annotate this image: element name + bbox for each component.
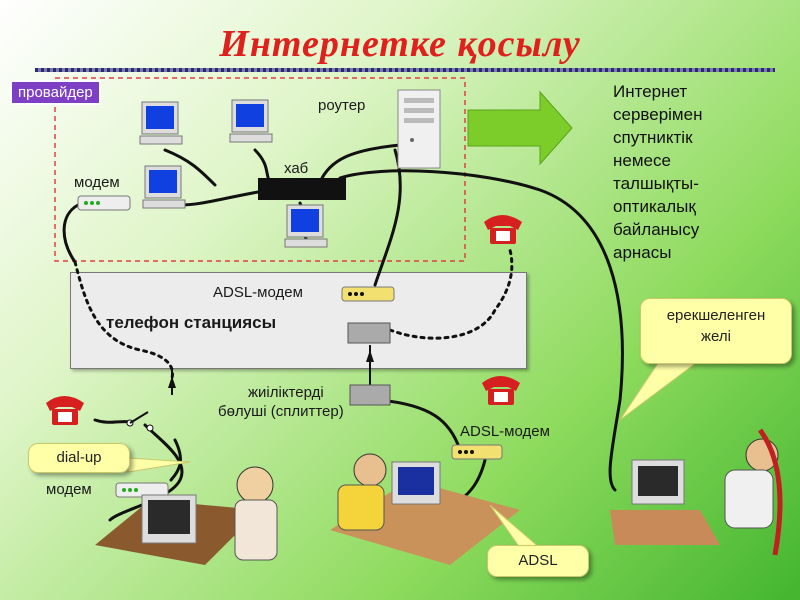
splitter-label-line1: жиіліктерді <box>248 384 324 401</box>
page-title: Интернетке қосылу <box>219 23 581 65</box>
cable-hub-router <box>318 143 402 184</box>
router-label: роутер <box>318 97 366 114</box>
user-workstation-dialup <box>95 466 278 565</box>
cable-modem-provider <box>62 203 80 264</box>
dialup-arrow <box>168 376 176 388</box>
station-splitter-icon <box>347 322 391 344</box>
router-icon <box>397 89 441 169</box>
modem-label: модем <box>74 174 120 191</box>
cable-pc2-hub <box>253 148 272 184</box>
hub-label: хаб <box>284 160 309 177</box>
user-workstation-adsl <box>330 453 520 565</box>
cable-switch-pc <box>108 423 184 522</box>
internet-channel-text: Интернет серверімен спутниктік немесе та… <box>613 82 703 262</box>
cable-phone-switch <box>93 418 132 424</box>
computer-icon <box>139 101 183 145</box>
user-splitter-icon <box>349 384 391 406</box>
computer-icon <box>284 204 328 248</box>
splitter-label-line2: бөлуші (сплиттер) <box>218 403 344 420</box>
person-icon <box>236 466 274 504</box>
dashed-phone-path <box>388 248 514 340</box>
dialup-callout: dial-up <box>28 443 130 473</box>
cable-pc1-hub <box>163 148 217 187</box>
person-icon <box>353 453 387 487</box>
computer-icon <box>142 165 186 209</box>
provider-tag: провайдер <box>10 80 101 105</box>
station-label: телефон станциясы <box>106 313 277 332</box>
modem-icon <box>77 195 131 211</box>
telephone-icon <box>482 376 520 405</box>
splitter-arrow <box>366 350 374 362</box>
telephone-icon <box>46 396 84 425</box>
adsl-modem-icon <box>341 286 395 302</box>
callout-tail <box>619 359 702 421</box>
cable-dedicated-line <box>338 169 624 492</box>
user-adsl-modem-label: ADSL-модем <box>460 423 550 440</box>
modem-icon <box>115 482 169 498</box>
dedicated-line-callout: ерекшеленген желі <box>640 298 792 364</box>
internet-arrow-icon <box>467 90 573 166</box>
cable-pc3-hub <box>178 190 260 207</box>
adsl-modem-icon <box>451 444 503 460</box>
title-underline <box>35 68 775 72</box>
switch-lever <box>129 411 149 424</box>
telephone-icon <box>484 215 522 244</box>
computer-icon <box>229 99 273 143</box>
station-adsl-modem-label: ADSL-модем <box>213 284 303 301</box>
dashed-dialup-path <box>73 260 175 380</box>
adsl-callout: ADSL <box>487 545 589 577</box>
dialup-modem-label: модем <box>46 481 92 498</box>
user-workstation-dedicated <box>610 428 783 556</box>
hub-icon <box>258 178 346 200</box>
dashed-cables <box>73 248 514 380</box>
cable-modem-line <box>169 438 182 482</box>
cable-splitter-phone <box>378 398 462 452</box>
